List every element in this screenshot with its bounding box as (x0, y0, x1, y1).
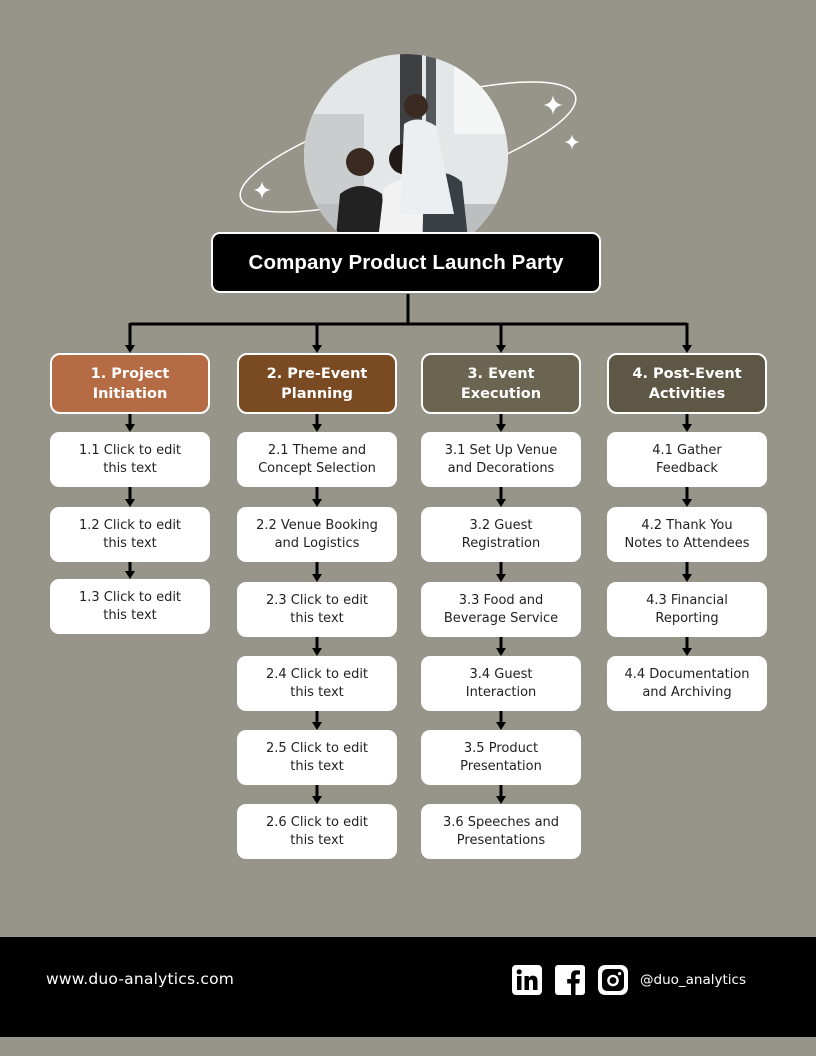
connector-arrow (496, 648, 506, 656)
website-link[interactable]: www.duo-analytics.com (46, 970, 235, 988)
connector-arrow (125, 424, 135, 432)
task-card-1-1-2: 1.2 Click to edit this text (50, 507, 210, 562)
connector-arrow (682, 424, 692, 432)
phase-header-3: 3. Event Execution (421, 353, 581, 414)
phase-label: 4. Post-Event Activities (632, 365, 742, 402)
connector-arrow (496, 499, 506, 507)
chart-title: Company Product Launch Party (248, 250, 564, 274)
task-card-4-4-4: 4.4 Documentation and Archiving (607, 656, 767, 711)
connector-arrow (312, 722, 322, 730)
task-card-1-1-1: 1.1 Click to edit this text (50, 432, 210, 487)
task-card-3-3-5: 3.5 Product Presentation (421, 730, 581, 785)
task-card-3-3-2: 3.2 Guest Registration (421, 507, 581, 562)
connector-arrow (125, 499, 135, 507)
task-label: 2.4 Click to edit this text (265, 666, 369, 700)
connector-arrow (682, 499, 692, 507)
task-label: 2.6 Click to edit this text (265, 814, 369, 848)
task-card-3-3-4: 3.4 Guest Interaction (421, 656, 581, 711)
task-card-2-2-2: 2.2 Venue Booking and Logistics (237, 507, 397, 562)
task-card-4-4-1: 4.1 Gather Feedback (607, 432, 767, 487)
facebook-icon[interactable] (555, 965, 585, 995)
task-label: 4.4 Documentation and Archiving (624, 666, 750, 700)
task-card-2-2-3: 2.3 Click to edit this text (237, 582, 397, 637)
connector-arrow (682, 345, 692, 353)
connector-arrow (312, 648, 322, 656)
task-label: 1.2 Click to edit this text (78, 517, 182, 551)
phase-header-4: 4. Post-Event Activities (607, 353, 767, 414)
task-label: 4.1 Gather Feedback (652, 442, 722, 476)
task-label: 3.6 Speeches and Presentations (442, 814, 560, 848)
phase-header-1: 1. Project Initiation (50, 353, 210, 414)
connector-arrow (496, 722, 506, 730)
instagram-icon[interactable] (598, 965, 628, 995)
task-label: 2.5 Click to edit this text (265, 740, 369, 774)
phase-label: 1. Project Initiation (90, 365, 170, 402)
task-card-3-3-1: 3.1 Set Up Venue and Decorations (421, 432, 581, 487)
task-label: 2.3 Click to edit this text (265, 592, 369, 626)
task-label: 1.3 Click to edit this text (78, 589, 182, 623)
task-label: 3.4 Guest Interaction (465, 666, 537, 700)
title-box: Company Product Launch Party (211, 232, 601, 293)
phase-header-2: 2. Pre-Event Planning (237, 353, 397, 414)
task-card-4-4-2: 4.2 Thank You Notes to Attendees (607, 507, 767, 562)
hero-graphic (230, 50, 586, 258)
sparkle-icon (543, 95, 563, 115)
task-label: 3.2 Guest Registration (461, 517, 541, 551)
team-photo (304, 54, 508, 258)
task-card-2-2-4: 2.4 Click to edit this text (237, 656, 397, 711)
task-label: 2.1 Theme and Concept Selection (258, 442, 376, 476)
connector-arrow (312, 424, 322, 432)
task-card-4-4-3: 4.3 Financial Reporting (607, 582, 767, 637)
connector-arrow (125, 345, 135, 353)
social-handle[interactable]: @duo_analytics (640, 972, 746, 988)
task-label: 4.2 Thank You Notes to Attendees (624, 517, 750, 551)
phase-label: 2. Pre-Event Planning (266, 365, 368, 402)
task-card-1-1-3: 1.3 Click to edit this text (50, 579, 210, 634)
task-label: 3.3 Food and Beverage Service (443, 592, 559, 626)
connector-arrow (496, 796, 506, 804)
task-label: 1.1 Click to edit this text (78, 442, 182, 476)
phase-label: 3. Event Execution (460, 365, 542, 402)
task-card-3-3-3: 3.3 Food and Beverage Service (421, 582, 581, 637)
task-label: 3.1 Set Up Venue and Decorations (444, 442, 558, 476)
connector-arrow (312, 796, 322, 804)
connector-arrow (496, 424, 506, 432)
footer-bar (0, 937, 816, 1037)
connector-arrow (496, 574, 506, 582)
task-label: 3.5 Product Presentation (460, 740, 542, 774)
linkedin-icon[interactable] (512, 965, 542, 995)
connector-arrow (125, 571, 135, 579)
connector-arrow (682, 574, 692, 582)
task-card-2-2-5: 2.5 Click to edit this text (237, 730, 397, 785)
connector-arrow (312, 574, 322, 582)
task-card-2-2-6: 2.6 Click to edit this text (237, 804, 397, 859)
task-card-2-2-1: 2.1 Theme and Concept Selection (237, 432, 397, 487)
task-label: 4.3 Financial Reporting (646, 592, 728, 626)
sparkle-icon (564, 134, 580, 150)
connector-arrow (312, 345, 322, 353)
task-label: 2.2 Venue Booking and Logistics (256, 517, 378, 551)
connector-arrow (682, 648, 692, 656)
connector-arrow (312, 499, 322, 507)
sparkle-icon (253, 181, 271, 199)
connector-arrow (496, 345, 506, 353)
task-card-3-3-6: 3.6 Speeches and Presentations (421, 804, 581, 859)
